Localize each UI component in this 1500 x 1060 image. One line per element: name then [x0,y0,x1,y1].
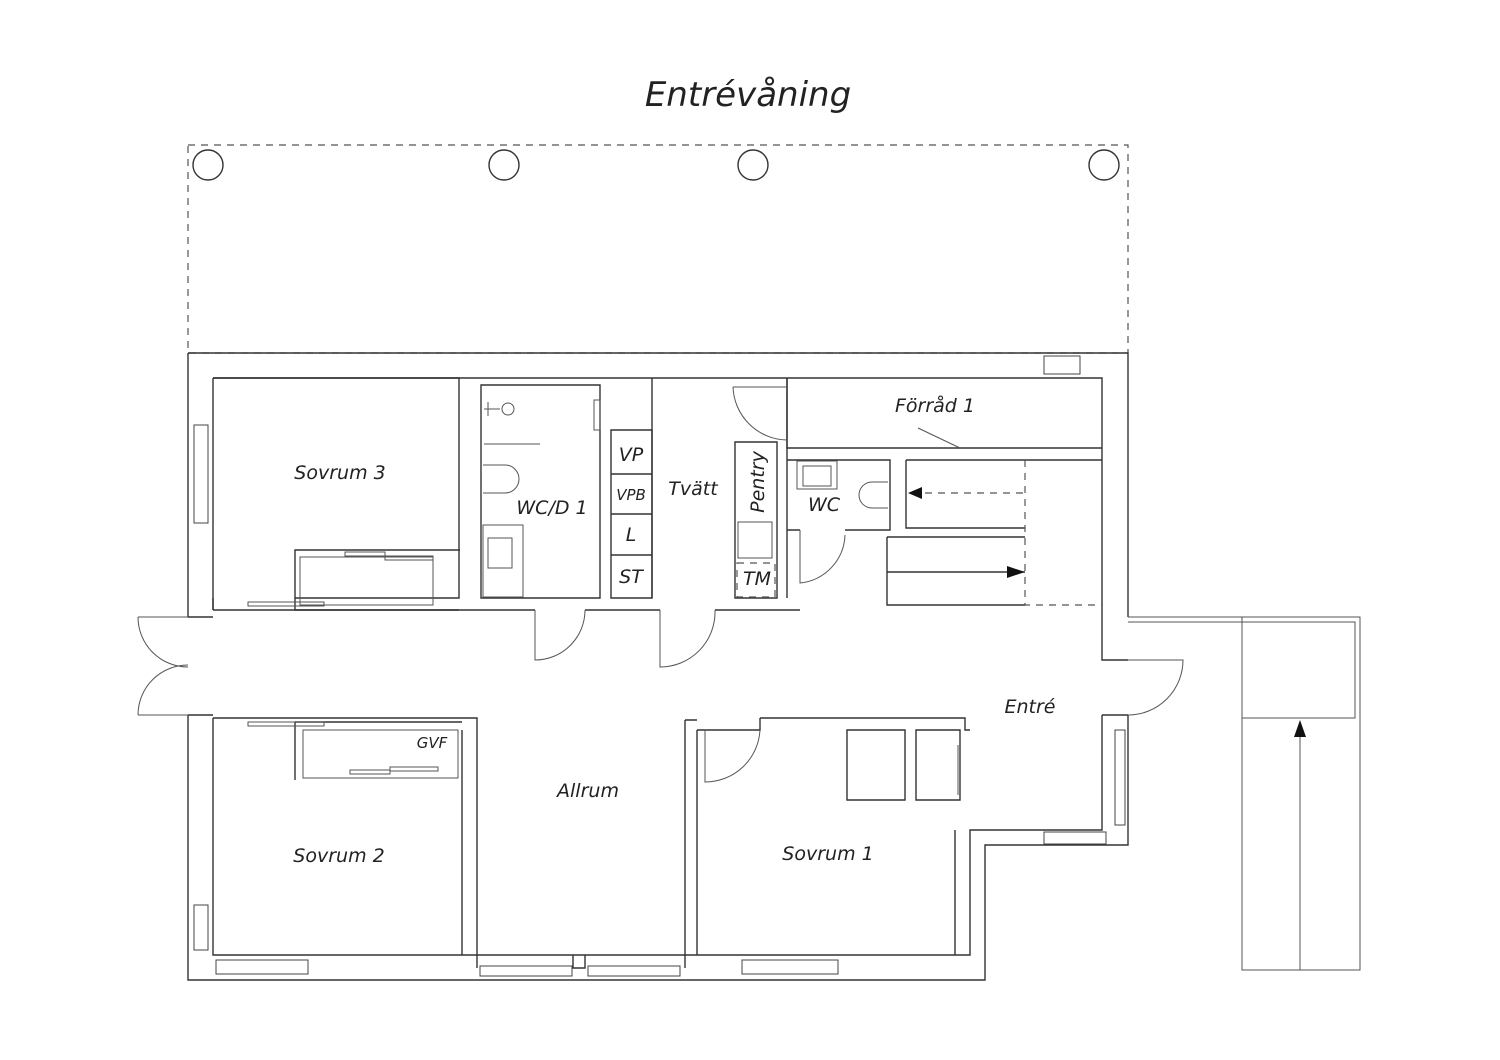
pillar-icon [1088,149,1120,181]
room-label-tvatt: Tvätt [668,478,719,500]
entre: Entré [1005,659,1184,718]
room-label-sovrum-2: Sovrum 2 [293,845,384,867]
sink-icon [487,537,513,569]
fixture-tm: TM [743,568,771,590]
fixture-l: L [626,524,637,546]
tvatt: Tvätt Pentry TM [651,378,788,668]
arrow-icon [1007,566,1025,578]
fixture-vp: VP [619,444,644,466]
terrace-doors [137,616,189,716]
fixture-vpb: VPB [616,486,646,504]
sovrum-3: Sovrum 3 [212,377,460,611]
wc: WC [787,459,891,584]
room-label-pentry: Pentry [747,450,769,512]
fixture-gvf: GVF [417,734,448,752]
allrum: Allrum [555,720,698,969]
room-label-sovrum-1: Sovrum 1 [782,843,873,865]
plan-title: Entrévåning [645,75,851,115]
room-label-wc-d1: WC/D 1 [516,497,587,519]
arrow-icon [908,487,922,499]
room-label-wc: WC [808,494,841,516]
room-label-forrad-1: Förråd 1 [895,394,975,417]
room-label-entre: Entré [1005,696,1056,718]
entrance-porch [1128,616,1361,971]
arrow-icon [1294,720,1306,737]
stairs [886,459,1102,606]
windows [193,355,1126,977]
canopy [187,144,1129,354]
fixture-st: ST [619,566,644,588]
forrad-1: Förråd 1 [732,378,1102,449]
room-label-allrum: Allrum [555,780,619,802]
sovrum-1: Sovrum 1 [685,717,970,955]
room-label-sovrum-3: Sovrum 3 [294,462,385,484]
pillar-icon [737,149,769,181]
sink-icon [802,465,832,487]
wc-d1: WC/D 1 [213,384,800,661]
sovrum-2: GVF Sovrum 2 [213,717,478,968]
shower-icon [501,402,515,416]
outer-walls [187,352,1129,981]
pillar-icon [488,149,520,181]
pillar-icon [192,149,224,181]
sink-icon [737,521,773,559]
utility-column: VP VPB L ST [610,429,653,599]
